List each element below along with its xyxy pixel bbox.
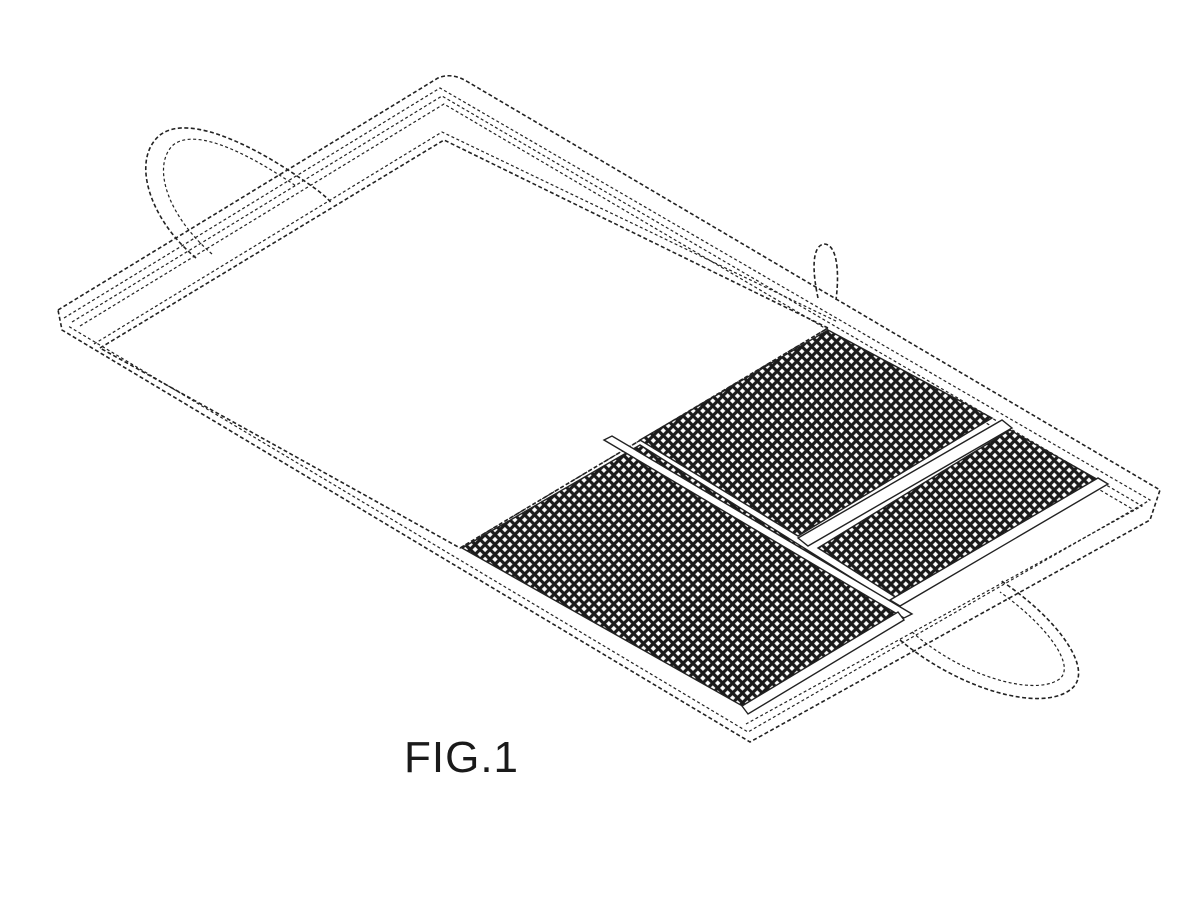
hang-loop-icon	[813, 243, 839, 301]
mesh-pockets	[460, 329, 1104, 709]
zipper-right	[888, 477, 1110, 607]
mesh-pocket-upper-left	[638, 329, 994, 537]
left-panel	[93, 131, 839, 549]
carry-handle-top-icon	[145, 127, 333, 259]
outer-border	[57, 74, 1161, 743]
zipper-diagonal	[602, 435, 914, 619]
zippers	[602, 419, 1110, 715]
zipper-bottom	[740, 611, 906, 715]
figure-label: FIG.1	[404, 733, 520, 782]
carry-handle-bottom-icon	[899, 579, 1080, 700]
zipper-middle	[796, 419, 1014, 547]
